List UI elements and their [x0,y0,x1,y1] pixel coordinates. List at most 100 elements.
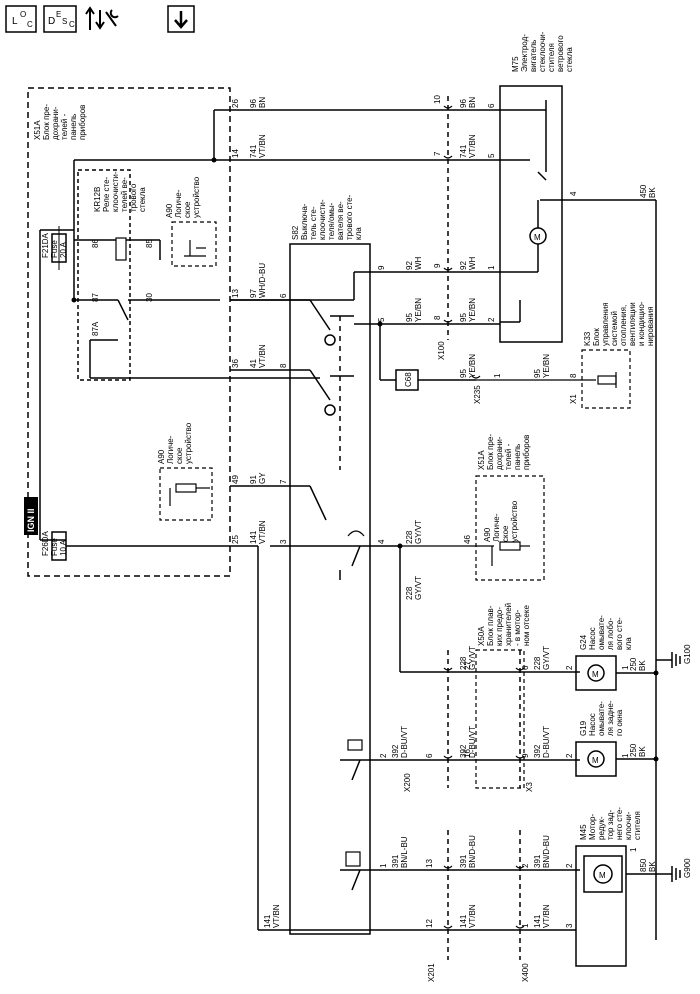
svg-text:X50A: X50A [477,626,486,646]
svg-text:GY/VT: GY/VT [414,576,423,600]
svg-text:92: 92 [405,261,414,270]
desc-icon: D [48,16,55,27]
svg-text:Логиче-: Логиче- [174,189,183,218]
svg-text:вого сте-: вого сте- [615,617,624,650]
svg-text:13: 13 [425,859,434,868]
svg-text:14: 14 [231,149,240,158]
svg-text:YE/BN: YE/BN [468,298,477,322]
svg-text:BK: BK [648,861,657,872]
svg-text:D-BU/VT: D-BU/VT [542,726,551,758]
fuse-block3-boundary [475,649,525,789]
svg-text:клоочисти-: клоочисти- [318,199,327,240]
svg-text:Мотор-: Мотор- [588,814,597,841]
svg-text:Логиче-: Логиче- [166,435,175,464]
svg-text:VT/BN: VT/BN [468,904,477,928]
svg-text:1: 1 [621,753,630,758]
logic2-symbol [169,483,210,506]
relay-coil [115,237,127,261]
x50a-wiring [390,546,580,871]
svg-text:ля задне-: ля задне- [606,700,615,736]
svg-text:хранителей: хранителей [504,603,513,646]
logic3-symbol [400,541,530,566]
desc-button[interactable] [43,5,77,33]
svg-text:Fuse: Fuse [50,240,59,258]
svg-text:S: S [62,17,67,26]
svg-text:228: 228 [405,530,414,544]
svg-text:95: 95 [405,313,414,322]
svg-text:A90: A90 [483,527,492,542]
svg-text:BK: BK [638,746,647,757]
svg-text:кла: кла [624,637,633,650]
svg-text:41: 41 [249,359,258,368]
svg-text:приборов: приборов [78,105,87,140]
svg-text:8: 8 [433,315,442,320]
svg-text:95: 95 [459,313,468,322]
svg-text:YE/BN: YE/BN [414,298,423,322]
svg-text:97: 97 [249,289,258,298]
svg-text:O: O [20,10,26,19]
fuse-block3-label: X50A Блок плав- ких предо- хранителей - … [477,603,531,646]
svg-text:D-BU/VT: D-BU/VT [400,726,409,758]
svg-text:96: 96 [459,99,468,108]
svg-text:2: 2 [521,863,530,868]
svg-text:1: 1 [487,265,496,270]
svg-text:YE/BN: YE/BN [542,354,551,378]
svg-text:96: 96 [249,99,258,108]
x201-label: X201 [427,963,436,982]
svg-text:устройство: устройство [192,176,201,218]
svg-text:Насос: Насос [588,627,597,650]
svg-text:1: 1 [621,665,630,670]
svg-text:BN: BN [258,97,267,108]
m45-wiring [447,672,660,960]
svg-text:X51A: X51A [33,120,42,140]
toolbar: L O C D E S C [5,5,195,33]
svg-text:системой: системой [610,311,619,346]
svg-text:391: 391 [391,854,400,868]
logic-device-a90-top [171,221,217,267]
svg-text:редук-: редук- [597,816,606,840]
svg-text:тель сте-: тель сте- [309,206,318,240]
svg-text:Блок пре-: Блок пре- [42,104,51,140]
svg-text:1: 1 [521,923,530,928]
svg-text:1: 1 [493,373,502,378]
svg-text:YE/BN: YE/BN [468,354,477,378]
svg-text:141: 141 [263,914,272,928]
fuse-f21da: F21DA Fuse 20 A [41,226,68,270]
module-k33-label: K33 Блок управления системой отопления, … [583,301,655,346]
svg-text:BN/D-BU: BN/D-BU [468,835,477,868]
wrench-arrows-icon[interactable] [85,6,119,30]
svg-text:D-BU/VT: D-BU/VT [468,726,477,758]
relay-wiring [73,159,320,379]
loc-button[interactable] [5,5,37,33]
svg-text:IGN II: IGN II [26,508,36,532]
svg-text:вигатель: вигатель [529,40,538,72]
ground-g900 [660,866,681,882]
svg-text:клоочисти-: клоочисти- [111,171,120,212]
fuse-block-label: X51A Блок пре- дохрани- телей - панель п… [33,104,87,140]
svg-text:ких предо-: ких предо- [495,607,504,646]
svg-text:7: 7 [433,151,442,156]
svg-text:VT/BN: VT/BN [258,344,267,368]
svg-text:го окна: го окна [615,709,624,736]
wire-labels: 96 BN 741 VT/BN 97 WH/D-BU 41 VT/BN 91 G… [249,97,657,928]
svg-text:дохрани-: дохрани- [495,436,504,470]
svg-text:GY: GY [258,472,267,484]
connector-c68 [395,369,419,391]
svg-text:F26DA: F26DA [41,530,50,556]
svg-text:30: 30 [145,293,154,302]
svg-text:стекла: стекла [565,47,574,72]
svg-text:25: 25 [231,535,240,544]
svg-text:87A: 87A [91,321,100,336]
svg-text:WH: WH [414,256,423,270]
svg-text:36: 36 [231,359,240,368]
svg-text:C: C [69,20,75,29]
svg-text:Fuse: Fuse [50,538,59,556]
svg-text:1: 1 [629,847,638,852]
svg-text:12: 12 [425,919,434,928]
svg-text:3: 3 [565,923,574,928]
relay-kr12b-box [77,169,131,381]
svg-text:устройство: устройство [184,422,193,464]
fuse-block2-label: X51A Блок пре- дохрани- телей - панель п… [477,434,531,470]
svg-text:141: 141 [533,914,542,928]
